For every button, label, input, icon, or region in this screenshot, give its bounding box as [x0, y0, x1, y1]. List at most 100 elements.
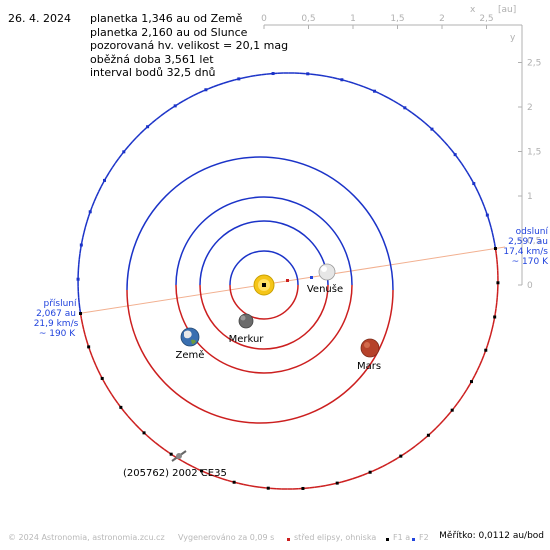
asteroid-orbit-segment: [471, 375, 476, 381]
earth-orbit-upper: [175, 196, 353, 286]
asteroid-orbit-segment: [105, 171, 110, 178]
asteroid-orbit-segment: [211, 474, 218, 478]
venus-orbit: [199, 220, 329, 350]
orbit-position-dot: [76, 277, 80, 281]
venus-orbit-upper: [199, 220, 329, 286]
asteroid-orbit-segment: [128, 141, 133, 147]
orbit-position-dot: [199, 469, 203, 473]
asteroid-orbit-segment: [382, 463, 388, 468]
axis-unit: [au]: [498, 5, 516, 15]
asteroid-orbit-segment: [183, 97, 189, 102]
asteroid-orbit-segment: [377, 465, 384, 470]
aphelion-speed: 17,4 km/s: [503, 247, 548, 257]
asteroid-orbit-segment: [492, 318, 496, 325]
asteroid-orbit-segment: [151, 118, 157, 124]
asteroid-orbit-segment: [86, 216, 90, 223]
footer-focus1-legend: F1 a: [393, 533, 411, 542]
orbit-position-dot: [79, 311, 83, 315]
info-point-interval: interval bodů 32,5 dnů: [90, 66, 216, 79]
asteroid-orbit-segment: [456, 398, 462, 404]
asteroid-orbit-segment: [495, 297, 498, 303]
asteroid-orbit-segment: [490, 227, 494, 233]
aphelion-title: odsluní: [516, 227, 549, 237]
orbit-position-dot: [469, 380, 473, 384]
orbit-position-dot: [430, 127, 434, 131]
x-tick-label: 0: [261, 14, 267, 24]
orbit-position-dot: [485, 213, 489, 217]
asteroid-orbit-segment: [80, 318, 84, 325]
asteroid-orbit-segment: [243, 483, 250, 487]
orbit-position-dot: [493, 315, 497, 319]
asteroid-orbit-segment: [435, 423, 441, 429]
asteroid-orbit-segment: [91, 355, 95, 361]
perihelion-speed: 21,9 km/s: [34, 319, 79, 329]
aphelion-distance: 2,597 au: [508, 237, 548, 247]
scale-label: Měřítko: 0,0112 au/bod: [439, 531, 544, 541]
asteroid-orbit-segment: [346, 478, 353, 482]
footer-focus2-legend: F2: [419, 533, 429, 542]
orbit-position-dot: [232, 480, 236, 484]
asteroid-orbit-segment: [401, 451, 407, 457]
asteroid-orbit-segment: [447, 145, 453, 151]
asteroid-orbit-segment: [419, 438, 425, 444]
footer-center-legend: střed elipsy, ohniska: [294, 533, 377, 542]
focus2-point: [310, 276, 313, 279]
asteroid-orbit-segment: [223, 80, 230, 84]
x-tick-label: 2: [439, 14, 445, 24]
asteroid-orbit-segment: [117, 153, 123, 160]
earth-orbit: [175, 196, 353, 374]
asteroid-orbit-segment: [443, 415, 448, 421]
asteroid-orbit-segment: [478, 360, 483, 366]
mercury-icon: [238, 313, 254, 329]
asteroid-orbit-segment: [326, 75, 333, 79]
footer-generated: Vygenerováno za 0,09 s: [178, 533, 275, 542]
asteroid-orbit-segment: [255, 73, 262, 77]
asteroid-orbit-segment: [495, 253, 498, 260]
footer-copyright: © 2024 Astronomia, astronomia.zcu.cz: [8, 533, 165, 542]
y-axis-ticks: 00,511,522,5: [518, 59, 541, 291]
asteroid-orbit-segment: [476, 365, 481, 371]
x-tick-label: 1,5: [390, 14, 404, 24]
asteroid-orbit-segment: [393, 100, 399, 105]
asteroid-orbit-segment: [492, 237, 496, 244]
orbit-position-dot: [472, 182, 476, 186]
asteroid-orbit-segment: [146, 435, 152, 440]
info-sun-distance: planetka 2,160 au od Slunce: [90, 25, 248, 39]
asteroid-orbit-segment: [491, 324, 494, 330]
asteroid-orbit-segment: [127, 415, 133, 421]
asteroid-orbit-segment: [378, 92, 385, 97]
asteroid-orbit-segment: [84, 334, 88, 341]
asteroid-orbit-segment: [446, 411, 452, 417]
asteroid-orbit-segment: [460, 393, 465, 400]
asteroid-orbit-segment: [105, 384, 110, 391]
asteroid-orbit-segment: [363, 86, 370, 90]
asteroid-orbit-segment: [309, 486, 315, 489]
asteroid-orbit-segment: [254, 485, 261, 489]
asteroid-orbit-segment: [222, 478, 228, 482]
ellipse-center-point: [286, 279, 289, 282]
orbit-position-dot: [306, 72, 310, 76]
asteroid-orbit-segment: [424, 122, 430, 127]
asteroid-orbit-segment: [154, 442, 161, 447]
asteroid-orbit-segment: [98, 186, 102, 192]
asteroid-orbit-segment: [330, 482, 337, 486]
asteroid-orbit-segment: [78, 253, 81, 260]
mars-label: Mars: [357, 361, 381, 372]
orbit-position-dot: [119, 405, 123, 409]
perihelion-distance: 2,067 au: [36, 309, 76, 319]
apsis-line: [81, 246, 506, 314]
asteroid-orbit-segment: [93, 360, 97, 366]
asteroid-orbit-segment: [82, 329, 86, 335]
asteroid-orbit-segment: [138, 427, 144, 433]
asteroid-orbit-segment: [372, 468, 379, 472]
planet-orbits: [126, 156, 394, 424]
asteroid-orbit-segment: [78, 302, 81, 309]
orbit-position-dot: [204, 88, 208, 92]
y-tick-label: 2,5: [527, 59, 541, 69]
asteroid-orbit-segment: [191, 465, 198, 470]
asteroid-orbit-segment: [353, 82, 359, 86]
asteroid-orbit-segment: [160, 112, 166, 117]
orbit-position-dot: [122, 150, 126, 154]
asteroid-orbit-segment: [131, 137, 137, 143]
info-orbital-period: oběžná doba 3,561 let: [90, 52, 214, 66]
